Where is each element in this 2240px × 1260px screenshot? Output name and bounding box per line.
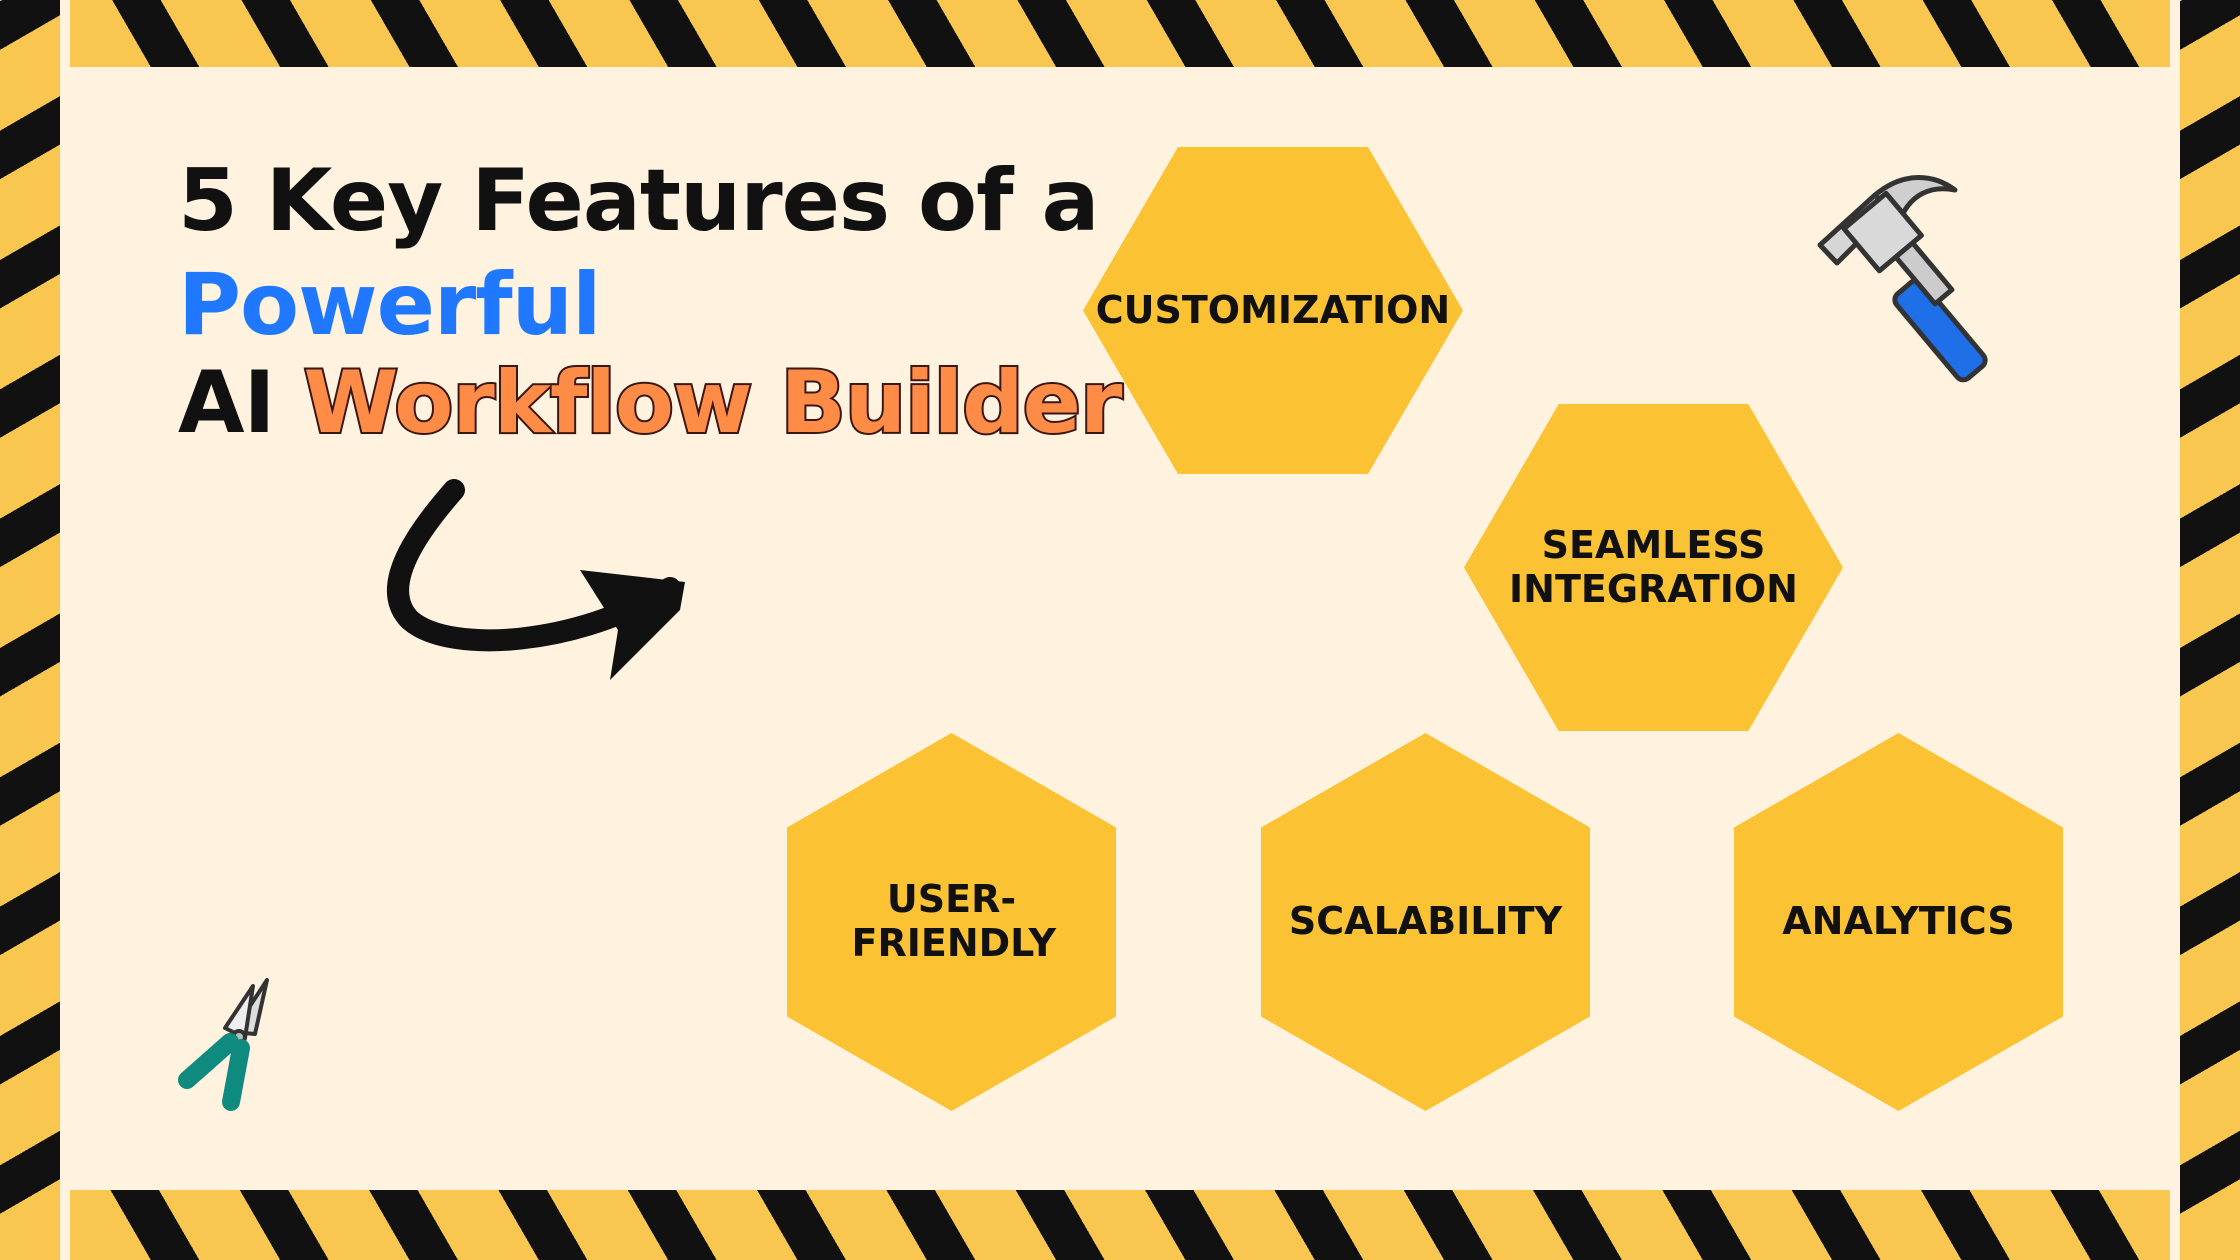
feature-scalability: SCALABILITY [1261, 733, 1590, 1111]
caution-tape-left [0, 0, 60, 1260]
feature-analytics: ANALYTICS [1734, 733, 2063, 1111]
feature-seamless-integration: SEAMLESS INTEGRATION [1464, 404, 1843, 731]
hammer-icon [1817, 175, 1988, 383]
feature-label: CUSTOMIZATION [1095, 287, 1451, 332]
title-line-1: 5 Key Features of a [178, 151, 1100, 251]
title-line-2: Powerful [178, 255, 601, 355]
title-ai: AI [178, 353, 276, 453]
feature-label: SEAMLESS INTEGRATION [1509, 522, 1798, 611]
caution-tape-top [70, 0, 2170, 67]
feature-customization: CUSTOMIZATION [1083, 147, 1463, 474]
feature-label: SCALABILITY [1288, 899, 1563, 944]
pliers-icon [178, 978, 269, 1111]
title-line-3: AI Workflow Builder [178, 358, 1124, 448]
feature-label: USER-FRIENDLY [851, 877, 1056, 965]
caution-tape-right [2180, 0, 2240, 1260]
caution-tape-bottom [70, 1190, 2170, 1260]
curved-arrow-icon [387, 479, 685, 680]
title-highlight: Workflow Builder [302, 353, 1125, 453]
feature-label: ANALYTICS [1782, 899, 2015, 944]
feature-user-friendly: USER-FRIENDLY [787, 733, 1116, 1111]
